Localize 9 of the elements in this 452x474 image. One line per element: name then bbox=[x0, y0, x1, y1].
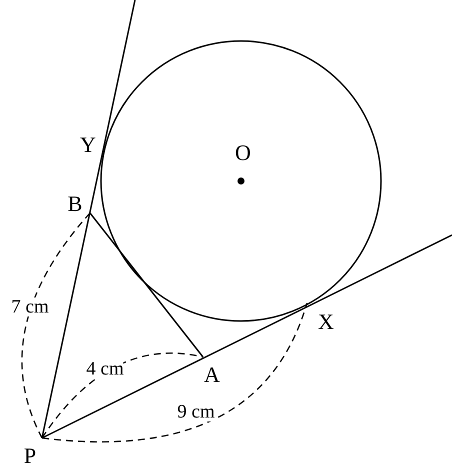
point-label: A bbox=[204, 364, 220, 386]
dimension-label: 7 cm bbox=[11, 298, 49, 316]
point-label: O bbox=[235, 142, 251, 164]
point-label: X bbox=[318, 311, 334, 333]
point-label: Y bbox=[80, 134, 96, 156]
dimension-label: 4 cm bbox=[86, 360, 124, 378]
point-label: B bbox=[68, 193, 82, 215]
dimension-label: 9 cm bbox=[177, 402, 215, 422]
point-label: P bbox=[24, 445, 36, 467]
